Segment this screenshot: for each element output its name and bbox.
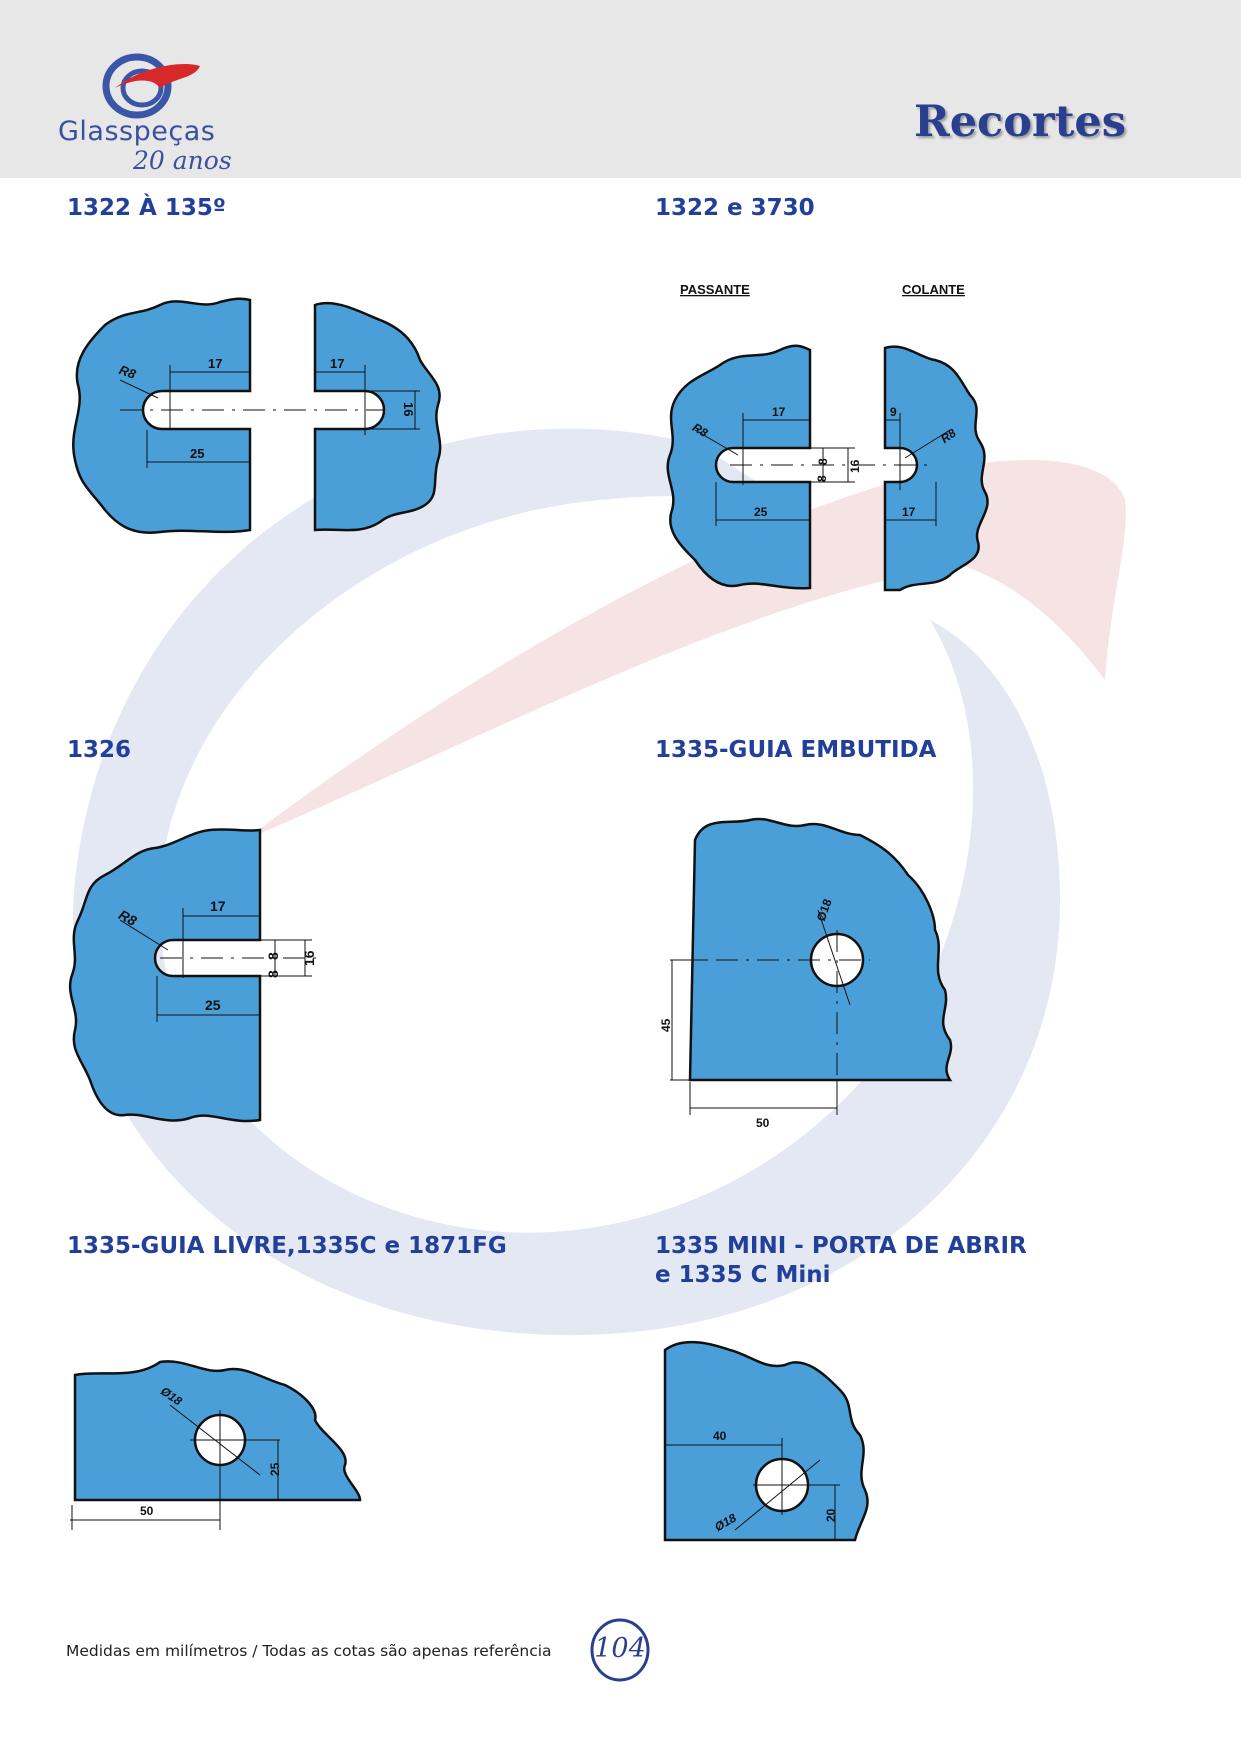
dim-label: 25 bbox=[754, 505, 768, 519]
glass-panel bbox=[663, 1340, 869, 1542]
brand-anniversary: 20 anos bbox=[133, 146, 232, 175]
section-title-line: 1335 MINI - PORTA DE ABRIR bbox=[655, 1233, 1027, 1259]
header-band bbox=[0, 0, 1241, 178]
label-colante: COLANTE bbox=[902, 282, 965, 297]
glass-panel-left bbox=[72, 297, 252, 534]
drawing-1322-135: 17 17 25 16 R8 bbox=[72, 297, 442, 534]
dim-label: 16 bbox=[301, 950, 317, 966]
footer-note: Medidas em milímetros / Todas as cotas s… bbox=[66, 1642, 552, 1660]
section-title-1322-3730: 1322 e 3730 bbox=[655, 195, 815, 221]
dim-label: 25 bbox=[268, 1462, 282, 1476]
dim-label: 50 bbox=[756, 1116, 770, 1130]
dim-label: 17 bbox=[902, 505, 916, 519]
glass-panel-passante bbox=[666, 344, 812, 590]
drawing-1335-mini: 40 Ø18 20 bbox=[663, 1340, 869, 1542]
drawing-1322-3730: PASSANTE COLANTE R8 17 8 8 16 25 9 R8 17 bbox=[666, 282, 989, 592]
page-title: Recortes bbox=[913, 97, 1126, 147]
dim-label: R8 bbox=[117, 362, 138, 382]
dim-label: 17 bbox=[330, 356, 344, 371]
glass-panel bbox=[68, 828, 262, 1123]
glass-panel-right bbox=[313, 301, 442, 532]
label-passante: PASSANTE bbox=[680, 282, 750, 297]
dim-label: 17 bbox=[208, 356, 222, 371]
drawing-1335-embutida: Ø18 45 50 bbox=[660, 817, 953, 1130]
dim-label: 25 bbox=[190, 446, 204, 461]
section-title-line: e 1335 C Mini bbox=[655, 1262, 831, 1288]
dim-label: 16 bbox=[848, 459, 862, 473]
dim-label: 17 bbox=[210, 898, 226, 914]
section-title-1335-livre: 1335-GUIA LIVRE,1335C e 1871FG bbox=[67, 1233, 507, 1259]
dim-label: 16 bbox=[401, 402, 416, 416]
dim-label: 20 bbox=[824, 1508, 838, 1522]
dim-label: 50 bbox=[140, 1504, 154, 1518]
dim-label: R8 bbox=[116, 906, 140, 929]
dim-label: 9 bbox=[890, 405, 897, 419]
dim-label: 8 bbox=[265, 952, 281, 960]
section-title-1335-embutida: 1335-GUIA EMBUTIDA bbox=[655, 737, 937, 763]
dim-label: 8 bbox=[265, 970, 281, 978]
drawing-1326: R8 17 8 8 16 25 bbox=[68, 828, 320, 1123]
section-title-1326: 1326 bbox=[67, 737, 132, 763]
dim-label: R8 bbox=[690, 420, 711, 440]
drawing-1335-livre: Ø18 25 50 bbox=[70, 1360, 362, 1530]
logo-icon bbox=[102, 53, 200, 119]
page-number-badge bbox=[590, 1618, 650, 1682]
glass-panel-colante bbox=[883, 345, 989, 592]
dim-label: 40 bbox=[713, 1429, 727, 1443]
dim-label: 25 bbox=[205, 997, 221, 1013]
section-title-1322-135: 1322 À 135º bbox=[67, 195, 226, 221]
dim-label: 17 bbox=[772, 405, 786, 419]
dim-label: 8 bbox=[816, 458, 830, 465]
dim-label: 8 bbox=[815, 475, 829, 482]
page-number: 104 bbox=[594, 1633, 646, 1664]
brand-name: Glasspeças bbox=[58, 116, 216, 147]
dim-label: 45 bbox=[660, 1018, 673, 1032]
section-title-1335-mini: 1335 MINI - PORTA DE ABRIR e 1335 C Mini bbox=[655, 1232, 1027, 1290]
